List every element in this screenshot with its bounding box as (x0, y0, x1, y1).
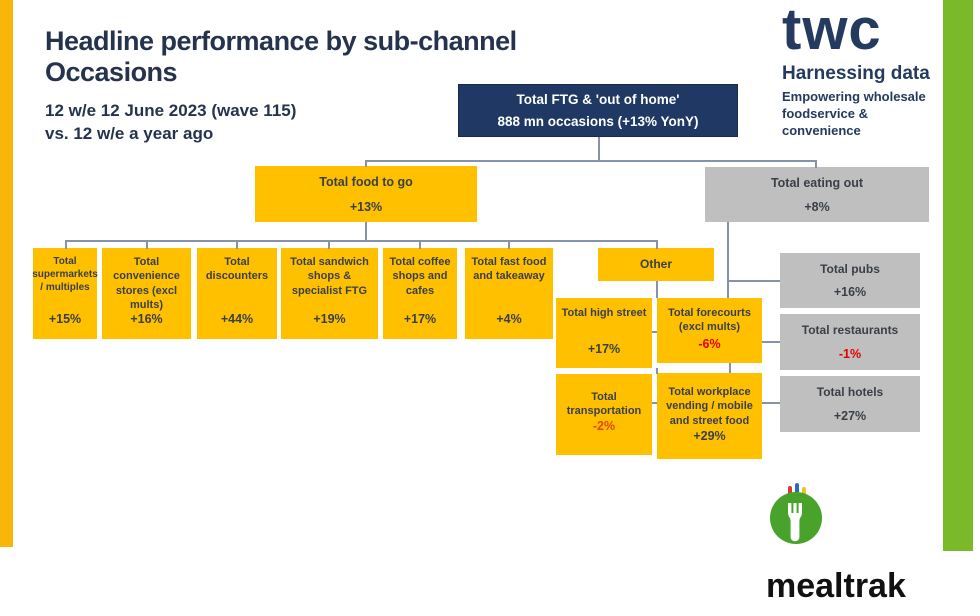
node-total-pubs: Total pubs +16% (780, 253, 920, 308)
connector-level2-branch (365, 160, 817, 162)
page-subtitle-line1: 12 w/e 12 June 2023 (wave 115) (45, 101, 297, 120)
node-value: -6% (698, 337, 721, 351)
connector-eating-out-trunk (727, 222, 729, 298)
node-label: Total convenience stores (excl mults) (113, 256, 180, 311)
node-label: Total forecourts (excl mults) (668, 307, 751, 334)
right-accent-bar (943, 0, 973, 551)
node-label: Total fast food and takeaway (471, 256, 547, 283)
connector-forecourts-workplace-stub (729, 363, 731, 373)
node-value: +16% (833, 285, 867, 300)
connector-transportation-workplace-stub (652, 402, 657, 404)
page-title-line1: Headline performance by sub-channel (45, 26, 517, 56)
twc-subline: Empowering wholesale foodservice & conve… (782, 88, 926, 139)
connector-tick (656, 241, 658, 249)
mealtrak-logo: mealtrak (766, 483, 980, 616)
node-total-discounters: Total discounters +44% (197, 248, 277, 339)
node-value: +44% (220, 312, 254, 326)
node-total-convenience-stores: Total convenience stores (excl mults) +1… (102, 248, 191, 339)
connector-tick (419, 241, 421, 249)
node-value: -1% (838, 346, 862, 361)
node-label: Total high street (561, 307, 647, 319)
connector-highstreet-forecourts-stub (652, 331, 657, 333)
node-label: Total food to go (319, 175, 413, 190)
connector-root-riser (598, 137, 600, 161)
node-label: Total FTG & 'out of home' (516, 92, 680, 107)
twc-logo: twc Harnessing data Empowering wholesale… (782, 0, 942, 139)
node-total-supermarkets-multiples: Total supermarkets / multiples +15% (32, 248, 98, 339)
connector-highstreet-transportation-stub (656, 368, 658, 374)
node-value: 888 mn occasions (+13% YonY) (497, 114, 699, 129)
connector-tick (65, 241, 67, 249)
node-label: Total discounters (205, 256, 269, 283)
node-label: Total eating out (770, 175, 864, 190)
node-value: +13% (349, 199, 383, 214)
connector-tick (236, 241, 238, 249)
node-label: Total transportation (566, 391, 642, 418)
page-title-line2: Occasions (45, 57, 178, 88)
node-total-transportation: Total transportation -2% (556, 374, 652, 455)
mealtrak-wordmark: mealtrak (766, 567, 906, 605)
node-value: +29% (693, 429, 726, 443)
page-subtitle-line2: vs. 12 w/e a year ago (45, 123, 214, 143)
connector-other-drop (656, 281, 658, 298)
connector-drop-eating-out (815, 160, 817, 168)
connector-tick (508, 241, 510, 249)
node-label: Total workplace vending / mobile and str… (666, 386, 753, 427)
node-total-sandwich-shops: Total sandwich shops & specialist FTG +1… (281, 248, 378, 339)
left-accent-bar (0, 0, 13, 547)
node-total-high-street: Total high street +17% (556, 298, 652, 368)
twc-tagline: Harnessing data (782, 62, 930, 84)
node-value: +27% (833, 408, 867, 423)
connector-level3-rail (65, 240, 658, 242)
node-label: Total pubs (820, 261, 880, 276)
page-title: Headline performance by sub-channel Occa… (45, 26, 517, 88)
page-subtitle: 12 w/e 12 June 2023 (wave 115) vs. 12 w/… (45, 100, 296, 146)
connector-tick (146, 241, 148, 249)
node-total-eating-out: Total eating out +8% (705, 167, 929, 222)
node-total-fast-food: Total fast food and takeaway +4% (465, 248, 553, 339)
node-value: +19% (313, 312, 346, 326)
connector-tick (328, 241, 330, 249)
node-other: Other (598, 248, 714, 281)
node-total-coffee-shops: Total coffee shops and cafes +17% (383, 248, 457, 339)
node-label: Total sandwich shops & specialist FTG (290, 256, 369, 297)
node-total-hotels: Total hotels +27% (780, 376, 920, 432)
node-value: +8% (804, 200, 830, 215)
node-value: +15% (48, 312, 82, 326)
node-label: Total restaurants (801, 323, 899, 338)
twc-wordmark: twc (782, 0, 882, 62)
node-label: Total coffee shops and cafes (389, 256, 451, 297)
node-label: Other (639, 256, 672, 271)
node-label: Total hotels (816, 385, 884, 400)
connector-hotels-stub (762, 402, 780, 404)
node-value: +17% (587, 342, 621, 356)
node-value: +16% (130, 312, 163, 327)
node-value: +17% (403, 312, 437, 326)
connector-pubs-stub (727, 280, 780, 282)
node-total-workplace-vending: Total workplace vending / mobile and str… (657, 373, 762, 459)
node-total-restaurants: Total restaurants -1% (780, 314, 920, 370)
node-value: -2% (592, 419, 616, 433)
node-value: +4% (496, 312, 522, 326)
node-total-ftg-out-of-home: Total FTG & 'out of home' 888 mn occasio… (458, 84, 738, 137)
connector-ftg-riser (365, 222, 367, 242)
node-label: Total supermarkets / multiples (32, 256, 98, 293)
mealtrak-wordmark-svg: mealtrak (766, 567, 906, 605)
connector-restaurants-stub (762, 341, 780, 343)
node-total-forecourts: Total forecourts (excl mults) -6% (657, 298, 762, 363)
node-total-food-to-go: Total food to go +13% (255, 166, 477, 222)
connector-drop-food-to-go (365, 160, 367, 167)
mealtrak-fork-icon (770, 483, 822, 544)
